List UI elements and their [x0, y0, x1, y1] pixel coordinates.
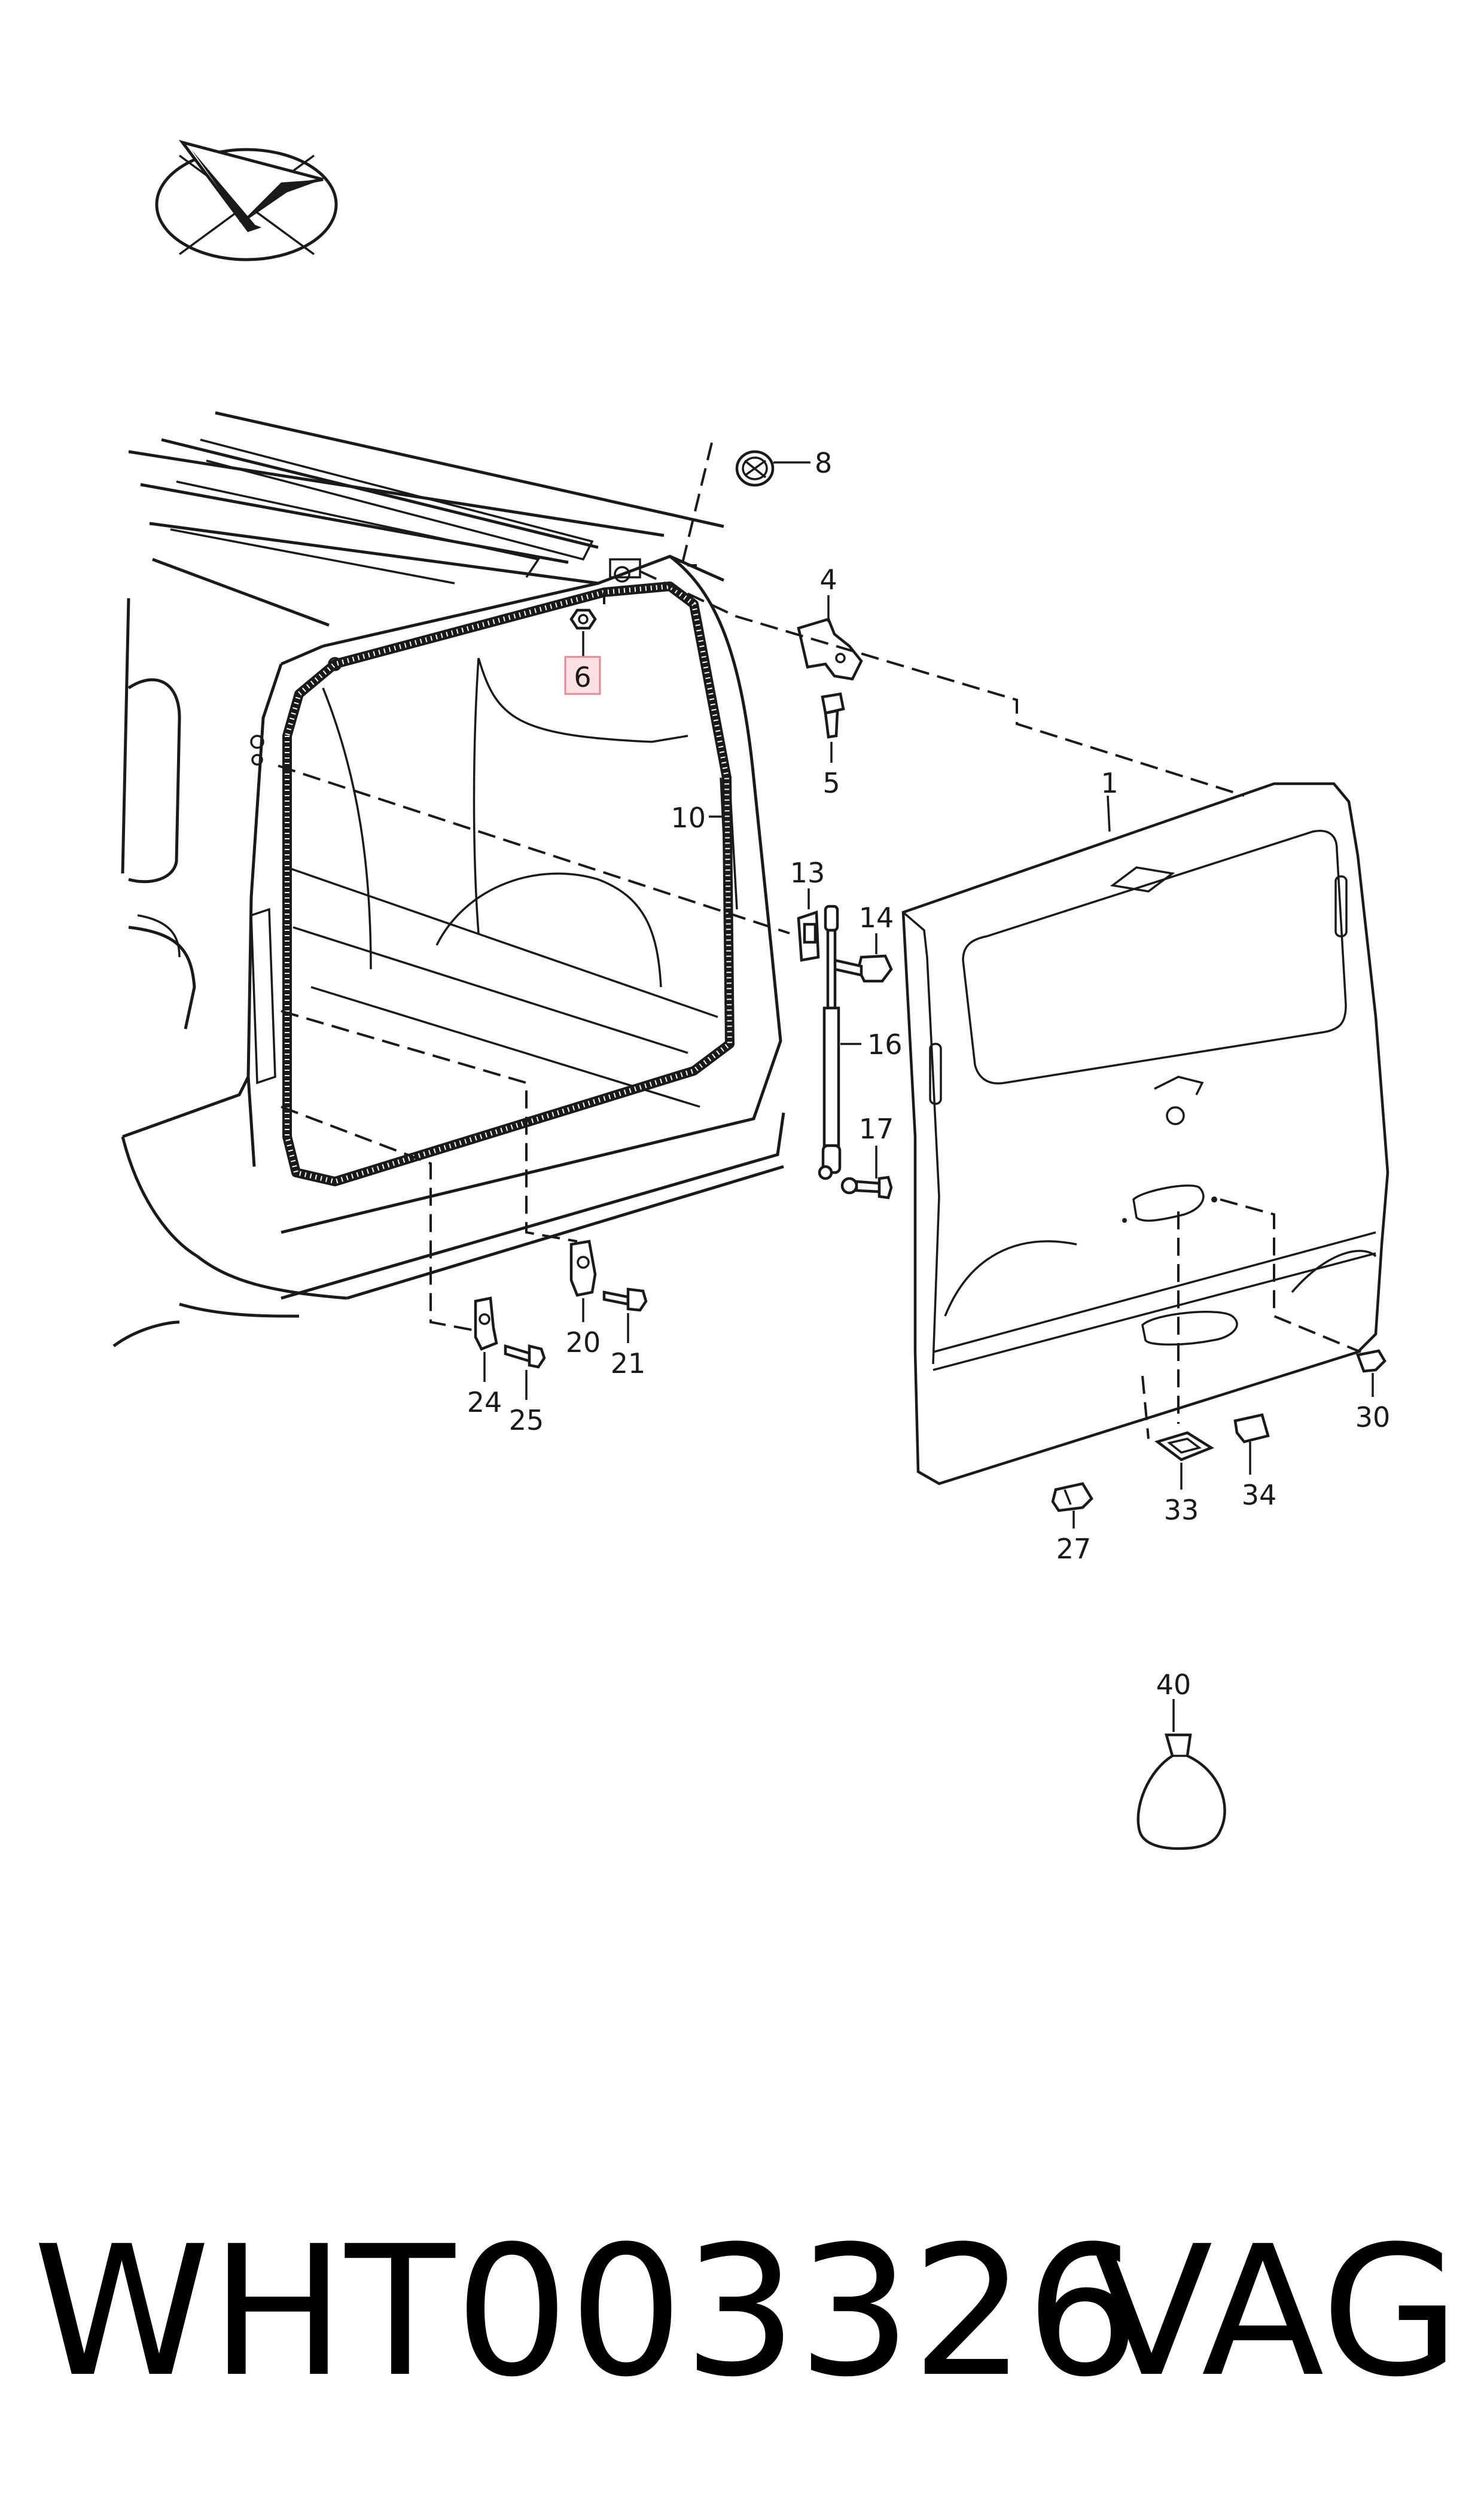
- vehicle-body: [112, 411, 785, 1348]
- callout-40: 40: [1156, 1668, 1192, 1701]
- callout-6: 6: [574, 661, 591, 693]
- part-number-label: WHT003326: [33, 2208, 1140, 2416]
- part-20-bracket: [569, 1240, 597, 1297]
- callout-33: 33: [1164, 1494, 1199, 1526]
- callout-5: 5: [822, 767, 840, 799]
- part-16-gas-strut: [821, 905, 842, 1174]
- callout-6-highlight: [564, 656, 601, 695]
- part-6-nut: [569, 608, 597, 630]
- callout-21: 21: [611, 1347, 646, 1380]
- callout-34: 34: [1242, 1479, 1277, 1511]
- callout-leaders: [483, 461, 1374, 1732]
- callout-1: 1: [1101, 767, 1118, 799]
- callout-16: 16: [867, 1028, 903, 1061]
- callout-30: 30: [1355, 1401, 1391, 1433]
- tailgate: [901, 782, 1389, 1485]
- callout-labels: 1 4 5 6 8 10 13 14 16 17 20 21 24 25 27 …: [467, 447, 1391, 1701]
- callout-13: 13: [790, 857, 825, 889]
- part-17-ball-stud: [818, 1165, 893, 1199]
- callout-14: 14: [859, 902, 894, 934]
- callout-17: 17: [859, 1113, 894, 1145]
- callout-4: 4: [819, 564, 837, 596]
- part-25-bolt: [504, 1344, 546, 1369]
- callout-27: 27: [1056, 1533, 1092, 1565]
- callout-10: 10: [671, 802, 706, 834]
- callout-20: 20: [566, 1326, 601, 1359]
- part-40-grease-bag: [1136, 1733, 1226, 1850]
- brand-label: VAG: [1090, 2208, 1460, 2416]
- part-34-buffer: [1233, 1413, 1270, 1444]
- part-13-bracket: [797, 910, 820, 962]
- part-24-bracket: [474, 1296, 498, 1351]
- callout-8: 8: [815, 447, 832, 479]
- callout-24: 24: [467, 1386, 502, 1418]
- callout-25: 25: [509, 1404, 544, 1436]
- part-5-bolt: [821, 692, 845, 739]
- part-21-bolt: [602, 1287, 648, 1312]
- view-direction-icon: [155, 139, 338, 261]
- door-seal: [282, 581, 735, 1186]
- part-27-clip: [1051, 1482, 1093, 1512]
- part-4-hinge: [797, 617, 863, 681]
- leader-lines: [278, 442, 1361, 1439]
- part-30-buffer: [1355, 1349, 1387, 1373]
- part-33-plate: [1154, 1431, 1214, 1462]
- part-8-cap: [735, 450, 775, 487]
- part-14-bolt: [833, 954, 893, 983]
